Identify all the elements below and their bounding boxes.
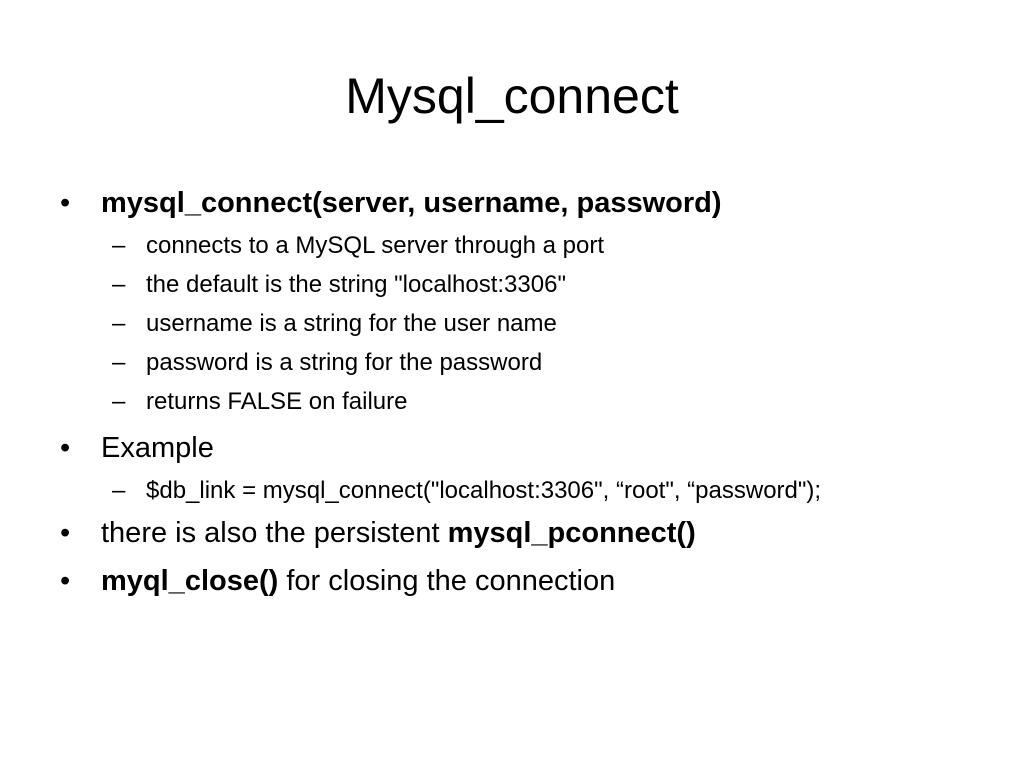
bullet-mysql-connect: • mysql_connect(server, username, passwor… — [60, 183, 960, 223]
bullet-text: there is also the persistent — [101, 517, 448, 549]
bullet-text: Example — [101, 432, 214, 464]
dash-icon: – — [112, 388, 126, 415]
bullet-text: for closing the connection — [278, 565, 616, 597]
bullet-pconnect: • there is also the persistent mysql_pcon… — [60, 513, 960, 553]
bullet-close: • myql_close() for closing the connection — [60, 561, 960, 601]
bullet-icon: • — [60, 432, 71, 464]
sub-item-text: the default is the string "localhost:330… — [146, 271, 566, 298]
dash-icon: – — [112, 271, 126, 298]
bullet-icon: • — [60, 187, 71, 219]
bullet-icon: • — [60, 565, 71, 597]
sub-item-default: –the default is the string "localhost:33… — [60, 268, 960, 301]
sub-item-text: username is a string for the user name — [146, 310, 557, 337]
example-code: $db_link = mysql_connect("localhost:3306… — [146, 477, 822, 504]
dash-icon: – — [112, 232, 126, 259]
bullet-example: • Example — [60, 428, 960, 468]
mysql-pconnect: mysql_pconnect() — [447, 517, 696, 549]
dash-icon: – — [112, 349, 126, 376]
sub-item-text: connects to a MySQL server through a por… — [146, 232, 605, 259]
sub-item-text: returns FALSE on failure — [146, 388, 408, 415]
sub-item-username: –username is a string for the user name — [60, 307, 960, 340]
sub-item-example-code: –$db_link = mysql_connect("localhost:330… — [60, 474, 866, 507]
dash-icon: – — [112, 310, 126, 337]
sub-item-password: –password is a string for the password — [60, 346, 960, 379]
sub-item-port: –connects to a MySQL server through a po… — [60, 229, 960, 262]
mysql-connect-signature: mysql_connect(server, username, password… — [101, 187, 722, 219]
myql-close: myql_close() — [101, 565, 279, 597]
slide-title: Mysql_connect — [345, 68, 679, 124]
sub-item-returns: –returns FALSE on failure — [60, 385, 960, 418]
sub-item-text: password is a string for the password — [146, 349, 543, 376]
bullet-icon: • — [60, 517, 71, 549]
dash-icon: – — [112, 477, 126, 504]
bullet-list: • mysql_connect(server, username, passwor… — [60, 183, 960, 601]
